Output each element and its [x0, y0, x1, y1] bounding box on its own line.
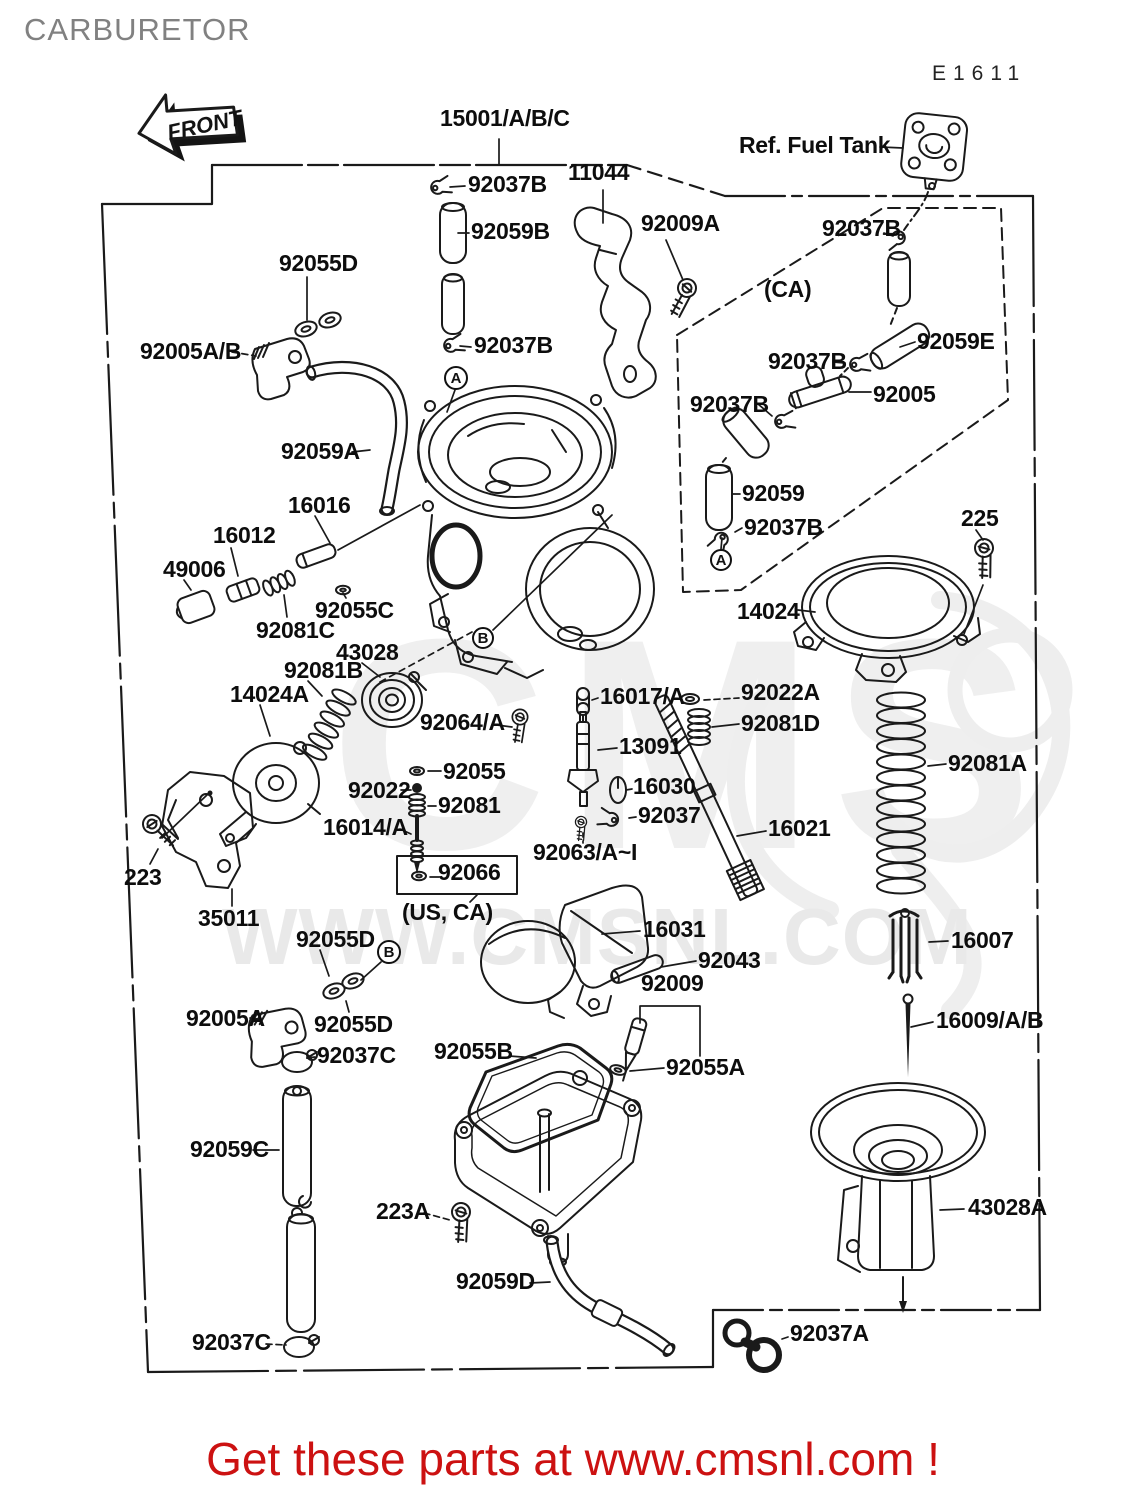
ca-vent-hose-parts [705, 226, 931, 556]
grommet-92037A [722, 1318, 782, 1373]
float-pin-92043 [610, 954, 664, 984]
screw-225 [971, 536, 1001, 581]
diaphragm-cap-43028 [361, 671, 427, 728]
needle-clip-16007 [887, 908, 923, 984]
drain-hose-92059D [543, 1235, 676, 1357]
footer-link-text[interactable]: Get these parts at www.cmsnl.com ! [206, 1433, 940, 1485]
bracket-35011 [161, 771, 254, 889]
bracket-11044 [573, 206, 657, 399]
leader-lines [149, 138, 984, 1346]
screw-223 [138, 810, 184, 849]
pilot-screw-parts [408, 766, 426, 874]
bowl-gasket-92055B [467, 1042, 614, 1154]
screw-92009A [669, 275, 700, 321]
watermark-site-text: WWW.CMSNL.COM [222, 892, 973, 981]
part-92066-box [396, 855, 518, 903]
hose-92059A [305, 360, 408, 516]
spring-92081B [301, 688, 357, 761]
diagram-border [100, 163, 1042, 1374]
starter-plunger-parts [175, 543, 351, 625]
float-16031 [480, 884, 650, 1019]
cover-14024A [219, 741, 321, 847]
vacuum-slide-43028A [810, 1082, 986, 1313]
jet-parts [567, 687, 765, 902]
ca-option-box [676, 207, 1009, 593]
front-arrow-icon: FRONT [137, 93, 247, 162]
screw-223A [449, 1200, 477, 1245]
needle-valve-92009 [622, 1017, 648, 1082]
jet-needle-16009 [902, 993, 914, 1077]
float-bowl [453, 1070, 643, 1267]
vent-tubes-92059B [428, 174, 467, 357]
fuel-tank-flange [900, 112, 968, 191]
washer-92055A [609, 1064, 627, 1076]
elbow-fitting-92005AB [251, 308, 344, 401]
overflow-tubes-92059C [282, 1085, 320, 1358]
slide-spring-92081A [876, 691, 926, 895]
flange-leader [903, 191, 929, 231]
diagram-code: E1611 [932, 62, 1027, 85]
page-title: CARBURETOR [24, 12, 251, 47]
carburetor-body [417, 385, 655, 679]
elbow-fitting-92005A [243, 969, 367, 1073]
